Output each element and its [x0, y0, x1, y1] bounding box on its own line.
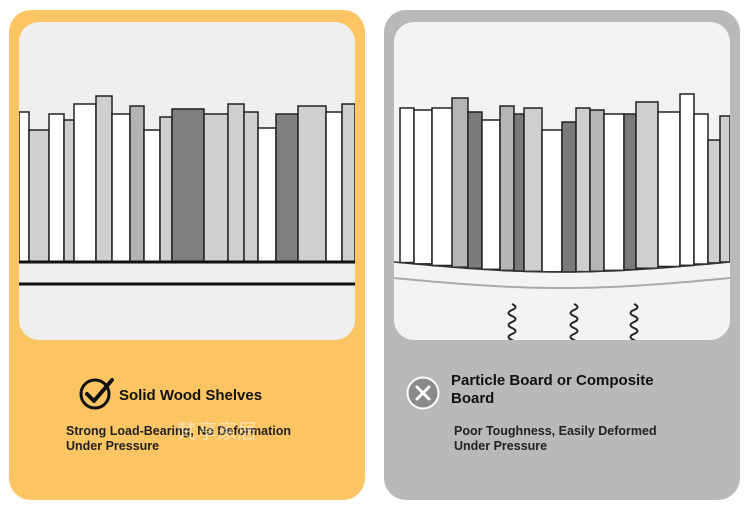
book: [719, 115, 730, 263]
book: [95, 95, 113, 263]
book: [28, 129, 50, 263]
book: [275, 113, 299, 263]
check-circle-icon: [79, 376, 115, 415]
book: [19, 111, 30, 263]
book: [413, 109, 433, 265]
book: [143, 129, 161, 263]
particle-board-label-row: Particle Board or Composite Board: [406, 372, 671, 415]
particle-board-description: Poor Toughness, Easily Deformed Under Pr…: [454, 424, 657, 453]
sagging-shelf-drawing: [394, 93, 730, 340]
book: [561, 121, 577, 273]
solid-wood-shelf-illustration: [19, 22, 355, 340]
stress-squiggle: [629, 303, 639, 340]
book: [341, 103, 355, 263]
book: [171, 108, 205, 263]
book: [451, 97, 469, 268]
book: [513, 113, 525, 272]
sagging-shelf-top: [394, 261, 730, 273]
book: [467, 111, 483, 270]
book: [159, 116, 173, 263]
book: [635, 101, 659, 269]
book: [481, 119, 501, 271]
book: [679, 93, 695, 267]
book: [431, 107, 455, 267]
book: [499, 105, 515, 272]
solid-wood-label-row: Solid Wood Shelves: [79, 376, 262, 415]
sagging-shelf-bottom: [394, 277, 730, 289]
book: [541, 129, 563, 273]
book: [243, 111, 259, 263]
particle-board-shelf-illustration: [394, 22, 730, 340]
solid-wood-description: Strong Load-Bearing, No Deformation Unde…: [66, 424, 291, 453]
book: [623, 113, 637, 271]
book: [523, 107, 543, 273]
book: [63, 119, 75, 263]
book: [657, 111, 681, 268]
book: [257, 127, 277, 263]
particle-board-card: Particle Board or Composite Board Poor T…: [384, 10, 740, 500]
book: [399, 107, 415, 264]
book: [48, 113, 65, 263]
book: [297, 105, 327, 263]
book: [227, 103, 245, 263]
book: [575, 107, 591, 273]
solid-wood-card: Solid Wood Shelves Strong Load-Bearing, …: [9, 10, 365, 500]
x-circle-icon: [406, 376, 440, 415]
book: [603, 113, 625, 272]
stress-squiggle: [569, 303, 579, 340]
stress-squiggle: [507, 303, 517, 340]
particle-board-title: Particle Board or Composite Board: [451, 372, 654, 407]
book: [707, 139, 721, 264]
book: [589, 109, 605, 272]
book: [111, 113, 131, 263]
book: [325, 111, 343, 263]
book: [129, 105, 145, 263]
book: [203, 113, 229, 263]
solid-wood-title: Solid Wood Shelves: [119, 386, 263, 404]
book: [693, 113, 709, 265]
book: [73, 103, 97, 263]
straight-shelf-drawing: [19, 95, 355, 286]
